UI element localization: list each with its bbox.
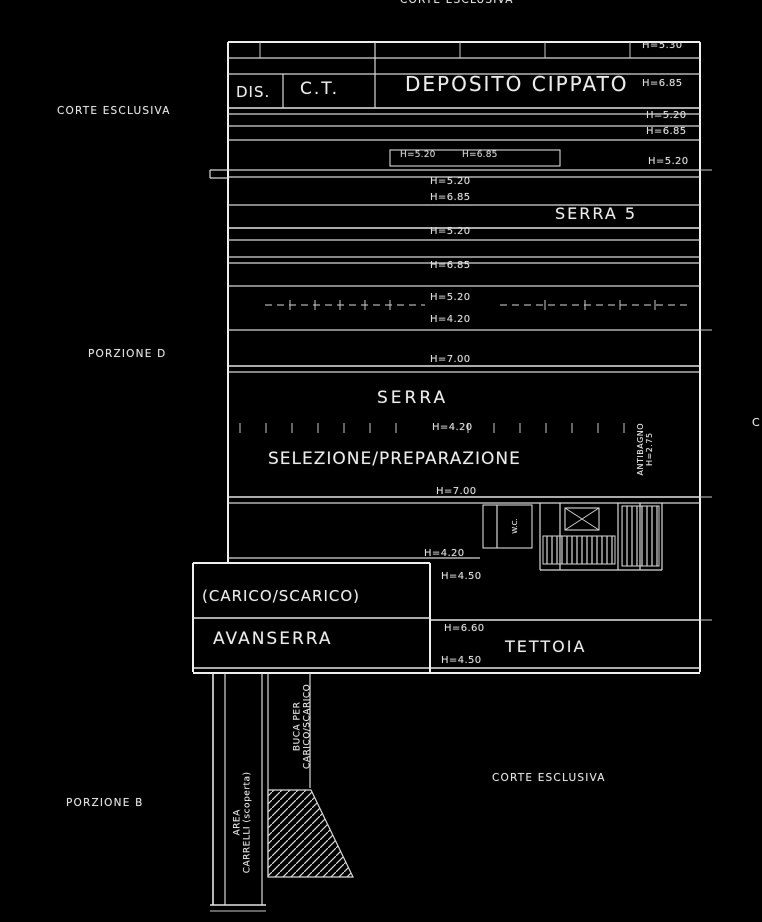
dim-label: H=5.20 <box>430 176 471 187</box>
room-label-wc: W.C. <box>511 506 519 546</box>
buca-line1: BUCA PER <box>292 701 303 752</box>
room-label-buca-carico-scarico: BUCA PER CARICO/SCARICO <box>293 666 314 786</box>
area-label-corte-esclusiva-bottom: CORTE ESCLUSIVA <box>492 772 606 784</box>
dim-label: H=5.20 <box>430 292 471 303</box>
room-label-carico-scarico: (CARICO/SCARICO) <box>202 587 361 605</box>
dim-label: H=4.50 <box>441 655 482 666</box>
room-label-ct: C.T. <box>300 79 340 99</box>
room-label-selezione-preparazione: SELEZIONE/PREPARAZIONE <box>268 449 521 469</box>
antibagno-height: H=2.75 <box>645 432 654 466</box>
dim-label: H=4.20 <box>424 548 465 559</box>
area-label-corte-esclusiva-top: CORTE ESCLUSIVA <box>400 0 514 6</box>
room-label-avanserra: AVANSERRA <box>213 629 333 649</box>
room-label-area-carrelli: AREA CARRELLI (scoperta) <box>233 757 254 887</box>
section-marker-c: C <box>752 416 760 429</box>
antibagno-text: ANTIBAGNO <box>635 422 645 476</box>
area-label-porzione-b: PORZIONE B <box>66 797 144 809</box>
dim-label: H=5.20 <box>648 156 689 167</box>
buca-line2: CARICO/SCARICO <box>303 683 313 769</box>
room-label-dis: DIS. <box>236 83 271 101</box>
dim-label: H=6.85 <box>462 150 498 160</box>
room-label-antibagno: ANTIBAGNO H=2.75 <box>636 404 654 494</box>
area-label-porzione-d: PORZIONE D <box>88 348 167 360</box>
dim-label: H=6.85 <box>430 192 471 203</box>
room-label-serra-5: SERRA 5 <box>555 204 638 223</box>
dim-label: H=5.20 <box>430 226 471 237</box>
area-carrelli-line1: AREA <box>232 809 243 836</box>
dim-label: H=4.50 <box>441 571 482 582</box>
dim-label: H=6.60 <box>444 623 485 634</box>
dim-label: H=7.00 <box>430 354 471 365</box>
dim-label: H=6.85 <box>646 126 687 137</box>
dim-label: H=5.20 <box>400 150 436 160</box>
dim-label: H=4.20 <box>430 314 471 325</box>
area-label-corte-esclusiva-left: CORTE ESCLUSIVA <box>57 105 171 117</box>
dim-label: H=6.85 <box>430 260 471 271</box>
dim-label: H=5.30 <box>642 40 683 51</box>
wc-text: W.C. <box>510 518 519 534</box>
dim-label: H=5.20 <box>646 110 687 121</box>
room-label-deposito-cippato: DEPOSITO CIPPATO <box>405 72 629 96</box>
dim-label: H=4.20 <box>432 422 473 433</box>
room-label-tettoia: TETTOIA <box>505 637 587 656</box>
dim-label: H=7.00 <box>436 486 477 497</box>
area-carrelli-line2: CARRELLI (scoperta) <box>243 771 253 874</box>
dim-label: H=6.85 <box>642 78 683 89</box>
room-label-serra: SERRA <box>377 388 449 408</box>
